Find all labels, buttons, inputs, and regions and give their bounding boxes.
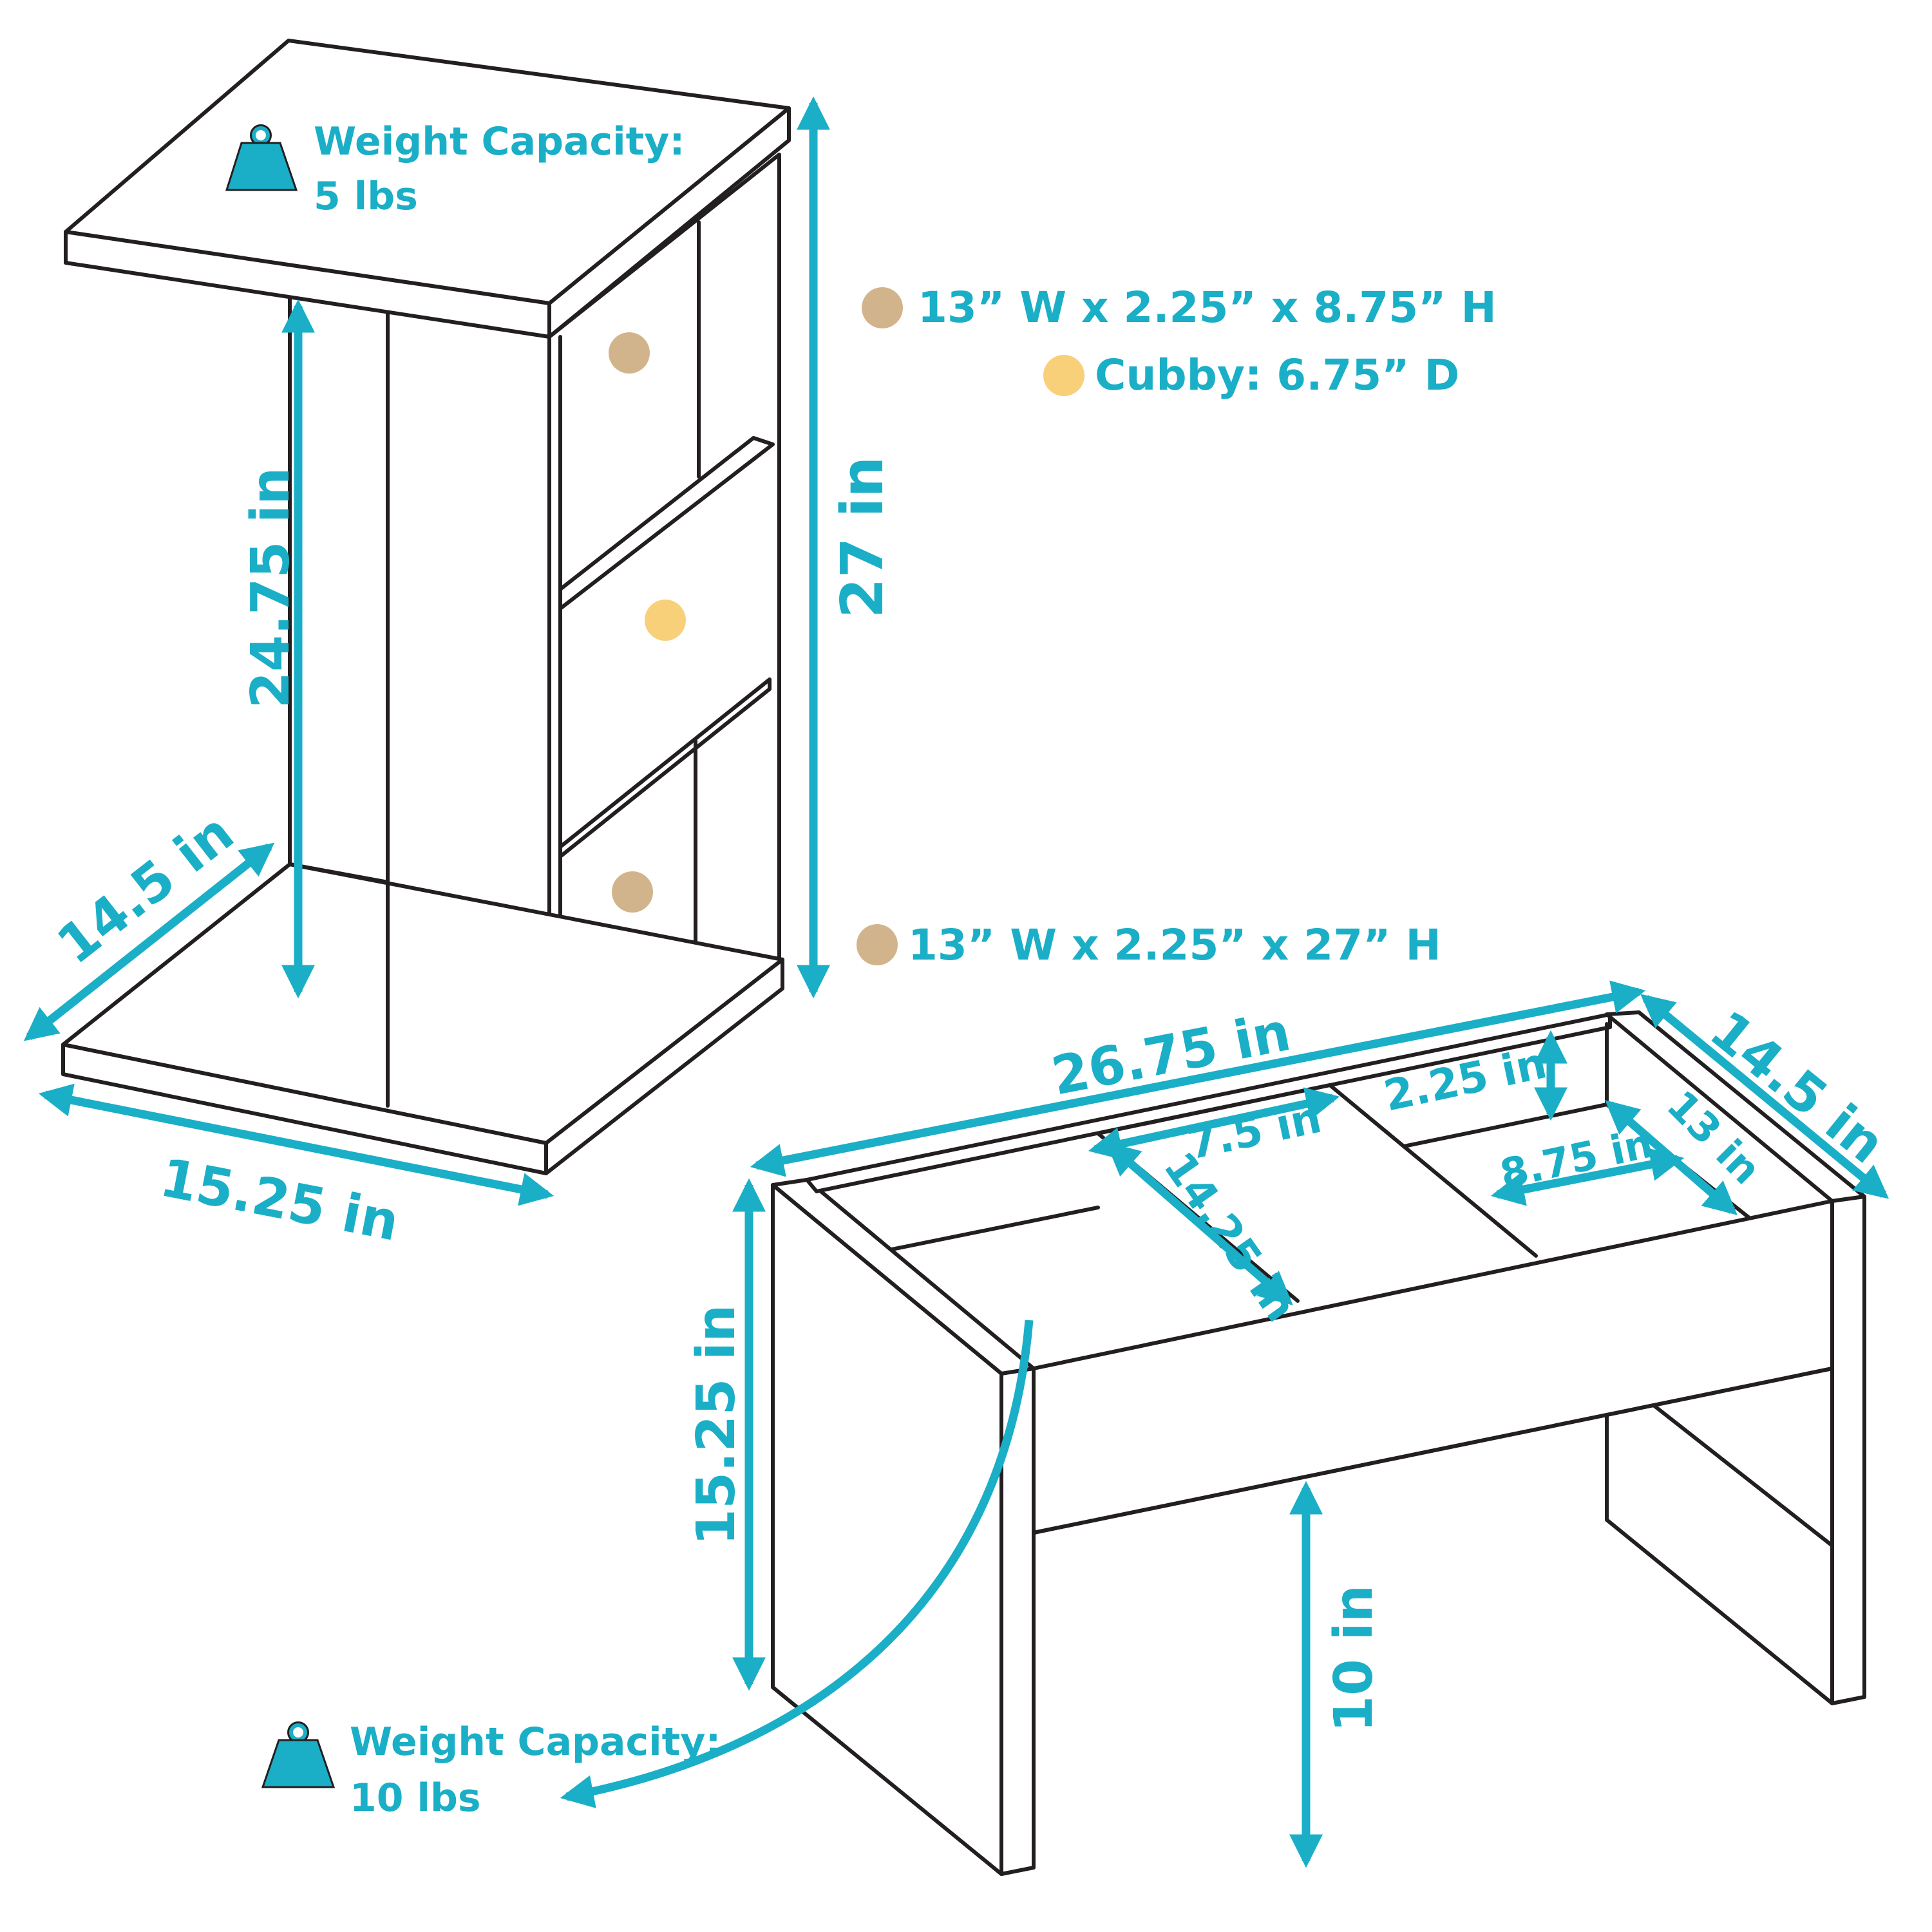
small-compartment-width-label: 8.75 in [1496,1119,1657,1197]
base-width-label: 15.25 in [155,1147,404,1253]
legend-item-cubby: Cubby: 6.75” D [1095,350,1459,400]
bench-right-leg-inner [1605,1367,1834,1705]
bench-right-leg-front [1830,1195,1866,1705]
inner-height-label: 24.75 in [240,468,301,708]
total-height-label: 27 in [829,457,896,619]
compartment-length-label: 14.25 in [1154,1143,1306,1331]
side-table-weight-capacity: Weight Capacity: 5 lbs [225,119,685,219]
side-table-legend: 13” W x 2.25” x 8.75” H Cubby: 6.75” D 1… [857,283,1497,970]
yellow-dot-marker [645,600,686,641]
legend-item-panel: 13” W x 2.25” x 8.75” H [918,283,1497,332]
legend-item-side: 13” W x 2.25” x 27” H [908,920,1441,970]
weight-capacity-label: Weight Capacity: [350,1719,721,1765]
legend-dot-yellow [1043,355,1084,396]
cubby-shelf-1 [558,436,775,611]
legend-dot-tan [862,287,903,328]
weight-icon [261,1721,336,1788]
bench-clearance-label: 10 in [1323,1585,1385,1732]
weight-capacity-label: Weight Capacity: [314,119,685,164]
table-top-side-edge [547,106,791,339]
weight-pointer-arrow [560,1320,1034,1808]
weight-capacity-value: 10 lbs [350,1776,481,1821]
bench-height-label: 15.25 in [686,1305,747,1546]
side-table-drawing [61,39,791,1175]
weight-icon [225,124,298,191]
weight-capacity-value: 5 lbs [314,174,418,219]
cubby-shelf-2 [558,677,772,858]
legend-dot-tan [857,924,898,965]
bench-weight-capacity: Weight Capacity: 10 lbs [261,1320,1034,1821]
tan-dot-marker [612,871,653,913]
tan-dot-marker [609,332,650,374]
